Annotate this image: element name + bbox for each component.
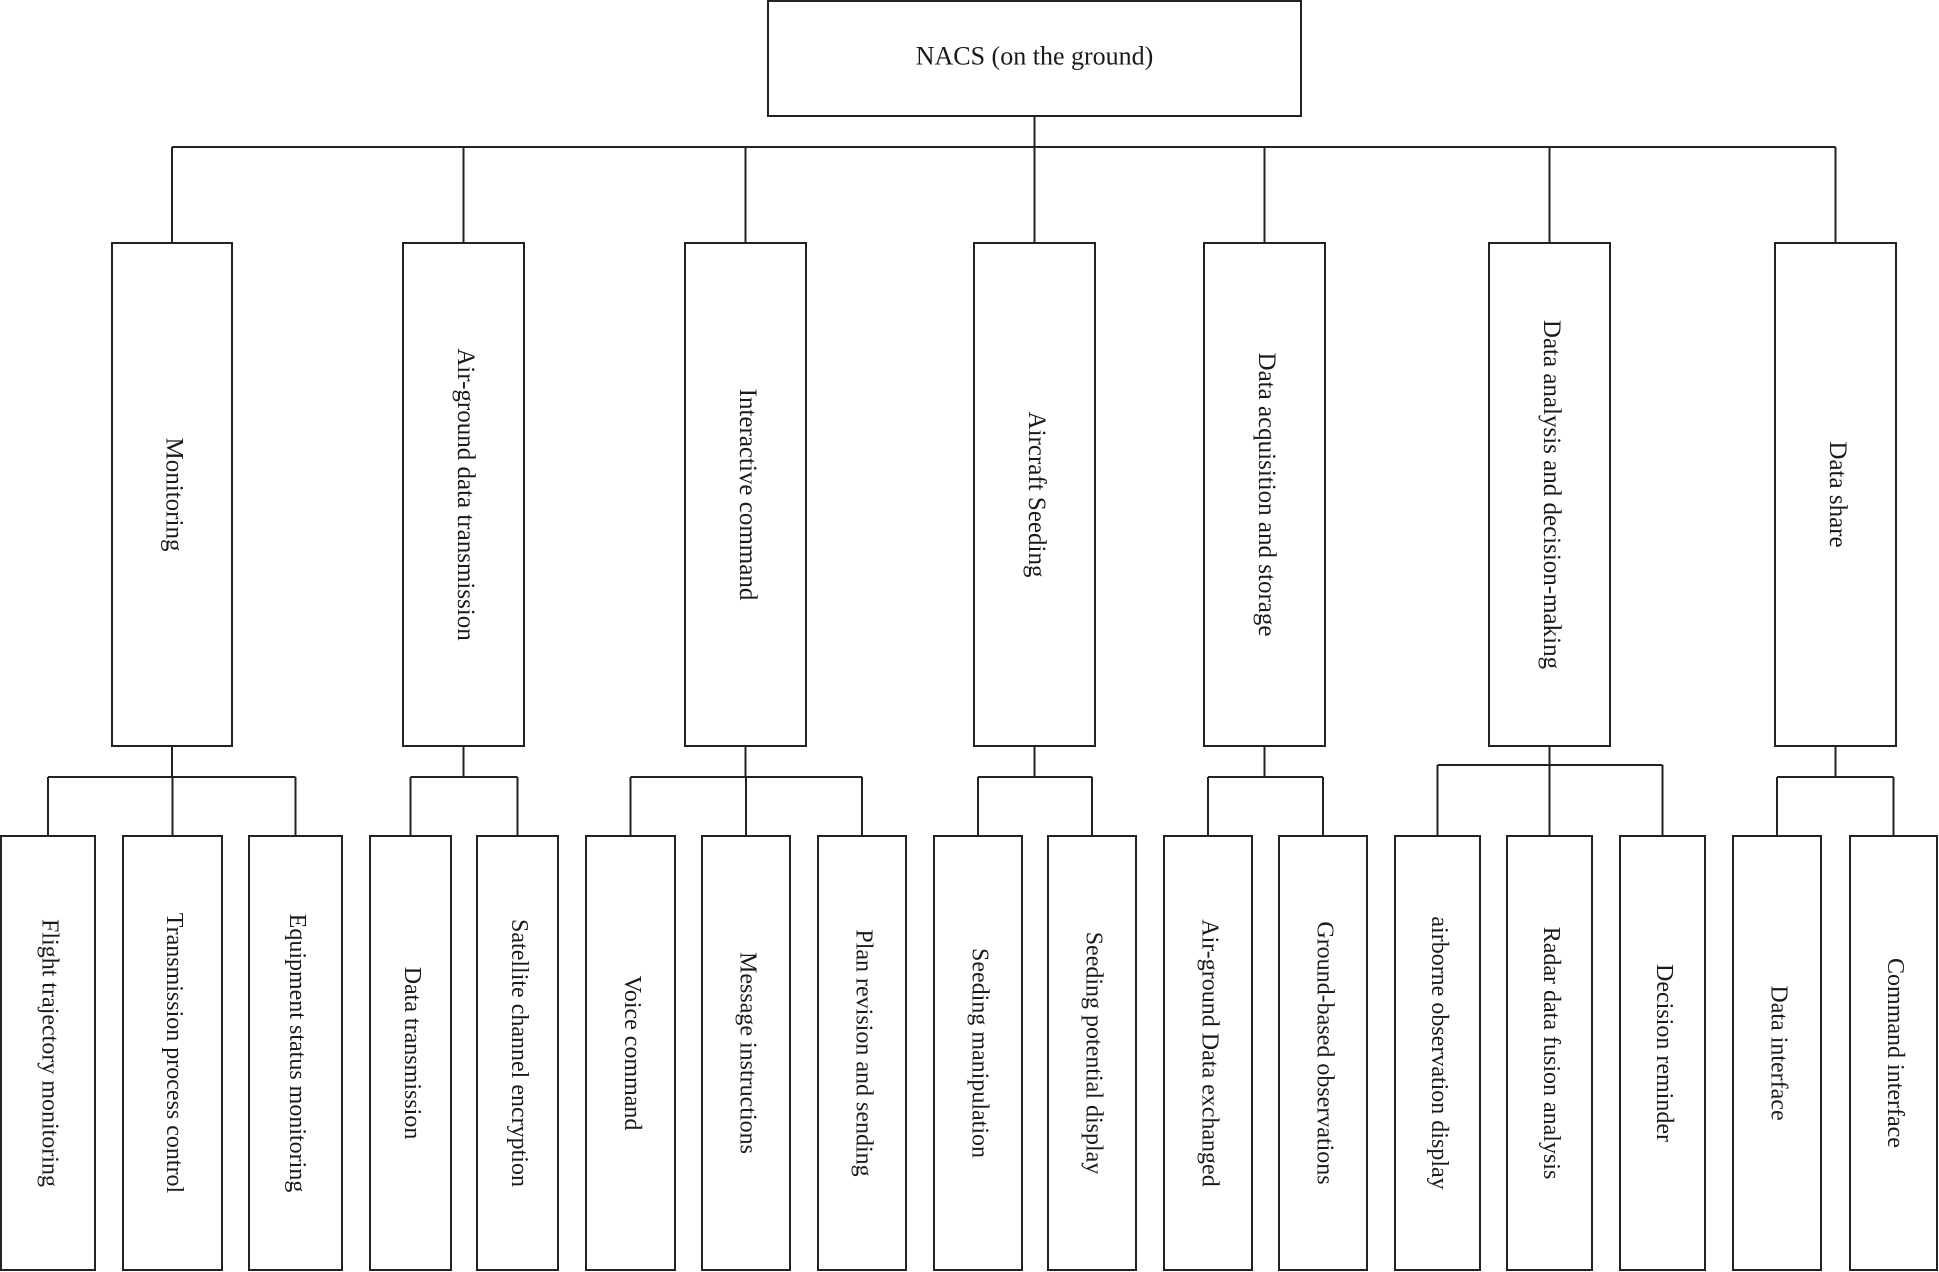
leaf-box-decision-reminder: Decision reminder xyxy=(1619,835,1706,1271)
leaf-label-air-ground-data-exchanged: Air-ground Data exchanged xyxy=(1196,919,1222,1186)
module-label-data-analysis-and-decision-making: Data analysis and decision-making xyxy=(1538,320,1565,670)
module-label-aircraft-seeding: Aircraft Seeding xyxy=(1023,412,1050,578)
leaf-label-radar-data-fusion-analysis: Radar data fusion analysis xyxy=(1538,927,1564,1180)
leaf-label-seeding-potential-display: Seeding potential display xyxy=(1080,932,1106,1175)
leaf-box-data-interface: Data interface xyxy=(1732,835,1822,1271)
leaf-label-voice-command: Voice command xyxy=(619,976,645,1131)
leaf-label-command-interface: Command interface xyxy=(1882,958,1908,1148)
leaf-label-seeding-manipulation: Seeding manipulation xyxy=(966,948,992,1158)
leaf-label-ground-based-observations: Ground-based observations xyxy=(1311,921,1337,1184)
connector-lines xyxy=(47,116,1895,836)
leaf-label-decision-reminder: Decision reminder xyxy=(1651,964,1677,1142)
module-label-interactive-command: Interactive command xyxy=(734,389,761,601)
leaf-box-voice-command: Voice command xyxy=(585,835,676,1271)
module-box-data-share: Data share xyxy=(1774,242,1897,747)
module-box-air-ground-data-transmission: Air-ground data transmission xyxy=(402,242,525,747)
leaf-box-equipment-status-monitoring: Equipment status monitoring xyxy=(248,835,343,1271)
leaf-box-message-instructions: Message instructions xyxy=(701,835,791,1271)
module-box-data-analysis-and-decision-making: Data analysis and decision-making xyxy=(1488,242,1611,747)
module-box-interactive-command: Interactive command xyxy=(684,242,807,747)
leaf-label-plan-revision-and-sending: Plan revision and sending xyxy=(850,929,876,1176)
leaf-box-air-ground-data-exchanged: Air-ground Data exchanged xyxy=(1163,835,1253,1271)
root-box: NACS (on the ground) xyxy=(767,0,1302,117)
leaf-label-data-interface: Data interface xyxy=(1765,985,1791,1120)
module-label-data-share: Data share xyxy=(1824,441,1851,547)
root-label: NACS (on the ground) xyxy=(916,41,1154,70)
leaf-box-ground-based-observations: Ground-based observations xyxy=(1278,835,1368,1271)
module-box-aircraft-seeding: Aircraft Seeding xyxy=(973,242,1096,747)
leaf-box-seeding-manipulation: Seeding manipulation xyxy=(933,835,1023,1271)
leaf-label-satellite-channel-encryption: Satellite channel encryption xyxy=(506,919,532,1187)
module-label-monitoring: Monitoring xyxy=(160,438,187,552)
leaf-box-flight-trajectory-monitoring: Flight trajectory monitoring xyxy=(0,835,96,1271)
leaf-label-equipment-status-monitoring: Equipment status monitoring xyxy=(284,914,310,1193)
leaf-box-transmission-process-control: Transmission process control xyxy=(122,835,223,1271)
module-label-data-acquisition-and-storage: Data acquisition and storage xyxy=(1253,353,1280,637)
leaf-label-airborne-observation-display: airborne observation display xyxy=(1426,916,1452,1189)
leaf-box-command-interface: Command interface xyxy=(1849,835,1938,1271)
module-box-monitoring: Monitoring xyxy=(111,242,233,747)
leaf-label-flight-trajectory-monitoring: Flight trajectory monitoring xyxy=(36,919,62,1187)
leaf-box-airborne-observation-display: airborne observation display xyxy=(1394,835,1481,1271)
leaf-box-seeding-potential-display: Seeding potential display xyxy=(1047,835,1137,1271)
leaf-label-transmission-process-control: Transmission process control xyxy=(161,913,187,1194)
leaf-box-radar-data-fusion-analysis: Radar data fusion analysis xyxy=(1506,835,1593,1271)
leaf-box-data-transmission: Data transmission xyxy=(369,835,452,1271)
leaf-box-satellite-channel-encryption: Satellite channel encryption xyxy=(476,835,559,1271)
leaf-label-message-instructions: Message instructions xyxy=(734,952,760,1154)
module-box-data-acquisition-and-storage: Data acquisition and storage xyxy=(1203,242,1326,747)
leaf-label-data-transmission: Data transmission xyxy=(399,967,425,1140)
leaf-box-plan-revision-and-sending: Plan revision and sending xyxy=(817,835,907,1271)
module-label-air-ground-data-transmission: Air-ground data transmission xyxy=(452,348,479,641)
